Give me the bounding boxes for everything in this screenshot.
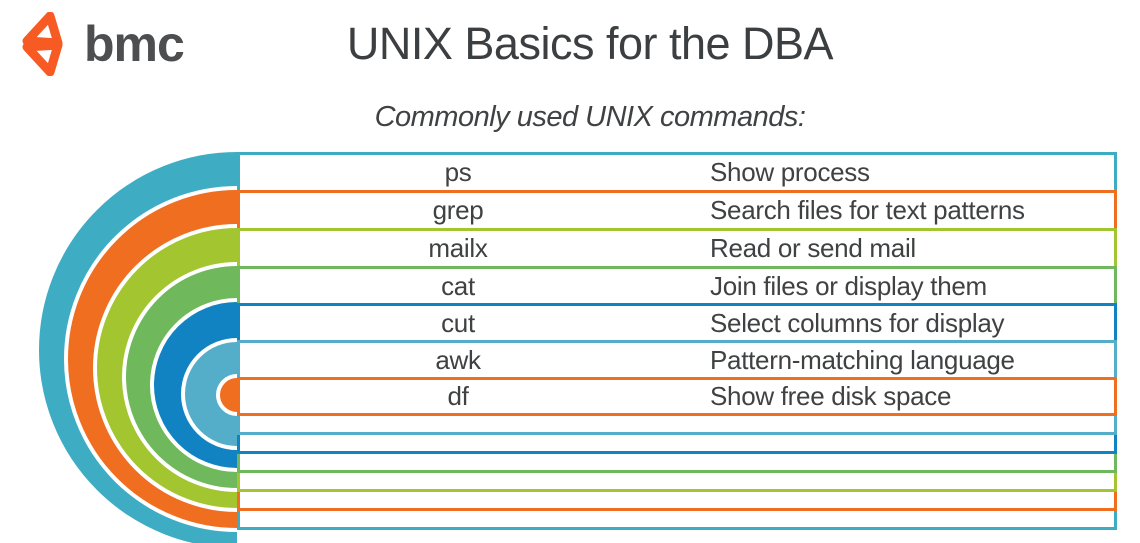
table-empty-row [237, 470, 1117, 492]
bmc-logo: bmc [22, 12, 185, 76]
description-cell: Search files for text patterns [710, 195, 1025, 225]
description-cell: Read or send mail [710, 233, 916, 263]
table-row: cut Select columns for display [237, 303, 1117, 343]
table-row: mailx Read or send mail [237, 228, 1117, 269]
table-row: ps Show process [237, 152, 1117, 193]
description-cell: Select columns for display [710, 307, 1005, 338]
command-cell: cat [441, 270, 475, 301]
description-cell: Show free disk space [710, 381, 952, 411]
command-cell: df [447, 381, 469, 411]
command-cell: cut [441, 307, 475, 338]
table-row: grep Search files for text patterns [237, 190, 1117, 231]
table-empty-row [237, 451, 1117, 473]
table-empty-row [237, 508, 1117, 530]
table-row: df Show free disk space [237, 377, 1117, 416]
command-cell: grep [432, 195, 484, 225]
table-row: awk Pattern-matching language [237, 340, 1117, 380]
command-cell: awk [435, 344, 481, 375]
command-cell: ps [444, 157, 472, 187]
table-row: cat Join files or display them [237, 266, 1117, 306]
table-empty-row [237, 432, 1117, 454]
page-title: UNIX Basics for the DBA [346, 18, 834, 69]
description-cell: Pattern-matching language [710, 344, 1015, 375]
description-cell: Show process [710, 157, 870, 187]
table-empty-row [237, 489, 1117, 511]
commands-table: ps Show process grep Search files for text … [237, 0, 1117, 543]
description-cell: Join files or display them [710, 270, 987, 301]
table-empty-row [237, 413, 1117, 435]
bmc-logo-icon [22, 12, 74, 76]
concentric-rings-decoration [0, 0, 237, 543]
command-cell: mailx [428, 233, 488, 263]
subtitle: Commonly used UNIX commands: [374, 101, 806, 133]
brand-name: bmc [84, 16, 185, 72]
